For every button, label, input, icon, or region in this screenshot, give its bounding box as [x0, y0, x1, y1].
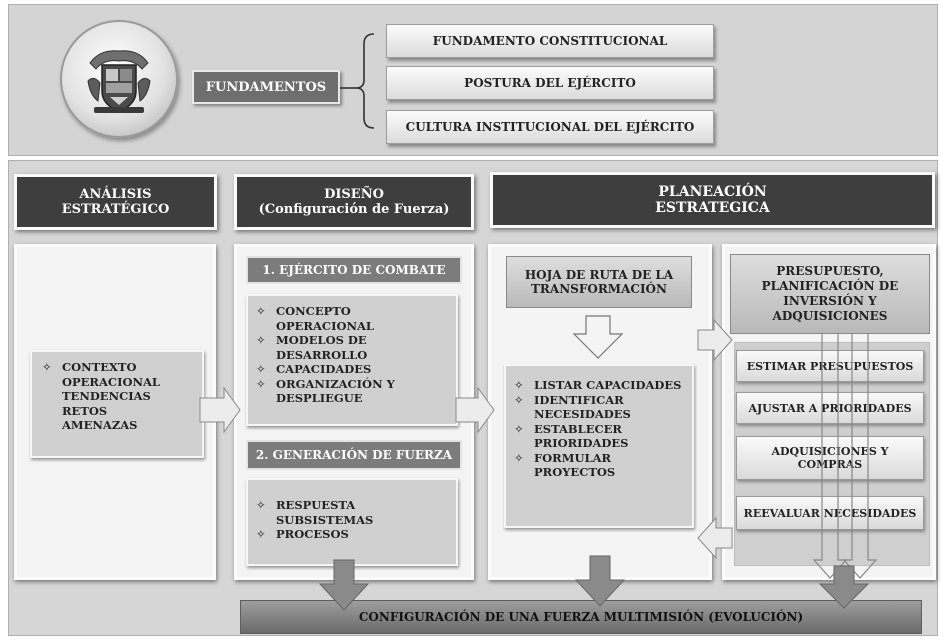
diamond-bullet-icon: ✧ — [256, 376, 266, 391]
generacion-item: ✧RESPUESTA SUBSISTEMAS — [256, 498, 374, 527]
arrow-hoja-to-presupuesto-icon — [697, 318, 733, 362]
contexto-item: TENDENCIAS — [62, 389, 151, 403]
contexto-item: OPERACIONAL — [62, 374, 160, 389]
header-analisis: ANÁLISIS ESTRATÉGICO — [14, 174, 217, 230]
arrow-down-hoja-footer-icon — [574, 555, 626, 607]
header-planeacion-line2: ESTRATEGICA — [655, 200, 770, 216]
configuracion-fuerza-bar: CONFIGURACIÓN DE UNA FUERZA MULTIMISIÓN … — [240, 600, 922, 634]
coat-of-arms-icon — [87, 50, 151, 113]
contexto-list: ✧CONTEXTO OPERACIONAL TENDENCIAS RETOS A… — [38, 360, 196, 433]
presupuesto-title-line4: ADQUISICIONES — [772, 309, 888, 323]
arrow-analisis-to-diseno-icon — [199, 386, 241, 434]
diamond-bullet-icon: ✧ — [256, 333, 266, 347]
fundamentos-label: FUNDAMENTOS — [192, 70, 340, 104]
hoja-item: ✧IDENTIFICAR NECESIDADES — [514, 392, 631, 422]
diamond-bullet-icon: ✧ — [514, 392, 524, 407]
header-diseno-line1: DISEÑO — [324, 187, 384, 202]
combate-item: ✧ORGANIZACIÓN Y DESPLIEGUE — [256, 376, 395, 406]
arrow-down-presupuesto-icon — [818, 565, 870, 609]
ejercito-combate-title: 1. EJÉRCITO DE COMBATE — [246, 256, 462, 284]
generacion-fuerza-title: 2. GENERACIÓN DE FUERZA — [246, 440, 462, 470]
panel-generacion-fuerza: ✧RESPUESTA SUBSISTEMAS ✧PROCESOS — [246, 478, 458, 566]
presupuesto-title-line3: INVERSIÓN Y — [783, 294, 877, 308]
hoja-item: ✧ESTABLECER PRIORIDADES — [514, 421, 629, 451]
arrow-down-hoja-icon — [572, 315, 624, 359]
diamond-bullet-icon: ✧ — [514, 450, 524, 465]
diamond-bullet-icon: ✧ — [256, 304, 266, 318]
presupuesto-title-line2: PLANIFICACIÓN DE — [761, 279, 899, 293]
fundamento-item-cultura: CULTURA INSTITUCIONAL DEL EJÉRCITO — [386, 110, 714, 144]
generacion-list: ✧RESPUESTA SUBSISTEMAS ✧PROCESOS — [252, 498, 452, 542]
arrow-reevaluar-to-hoja-icon — [697, 516, 733, 560]
army-crest-emblem — [60, 20, 178, 138]
diamond-bullet-icon: ✧ — [256, 498, 266, 512]
presupuesto-title-line1: PRESUPUESTO, — [776, 264, 884, 278]
step-adquisiciones-compras: ADQUISICIONES Y COMPRAS — [736, 436, 924, 480]
contexto-item: ✧CONTEXTO — [42, 360, 137, 374]
bracket-icon — [340, 33, 375, 129]
combate-item: ✧CAPACIDADES — [256, 362, 372, 376]
diamond-bullet-icon: ✧ — [514, 421, 524, 436]
hoja-item: ✧FORMULAR PROYECTOS — [514, 450, 616, 480]
header-diseno: DISEÑO (Configuración de Fuerza) — [234, 174, 474, 230]
header-analisis-line1: ANÁLISIS — [79, 187, 152, 202]
fundamento-item-constitucional: FUNDAMENTO CONSTITUCIONAL — [386, 24, 714, 58]
header-analisis-line2: ESTRATÉGICO — [61, 202, 170, 217]
diamond-bullet-icon: ✧ — [42, 360, 52, 374]
panel-hoja-de-ruta: ✧LISTAR CAPACIDADES ✧IDENTIFICAR NECESID… — [504, 364, 694, 528]
panel-ejercito-combate: ✧CONCEPTO OPERACIONAL ✧MODELOS DE DESARR… — [246, 294, 458, 426]
step-estimar-presupuestos: ESTIMAR PRESUPUESTOS — [736, 350, 924, 382]
hoja-title-line1: HOJA DE RUTA DE LA — [524, 268, 674, 282]
presupuesto-title: PRESUPUESTO, PLANIFICACIÓN DE INVERSIÓN … — [730, 254, 930, 334]
combate-item: ✧CONCEPTO OPERACIONAL — [256, 304, 374, 333]
step-reevaluar-necesidades: REEVALUAR NECESIDADES — [736, 496, 924, 530]
header-diseno-line2: (Configuración de Fuerza) — [258, 202, 450, 217]
fundamento-item-postura: POSTURA DEL EJÉRCITO — [386, 66, 714, 100]
combate-item: ✧MODELOS DE DESARROLLO — [256, 333, 368, 362]
hoja-item: ✧LISTAR CAPACIDADES — [514, 378, 682, 392]
contexto-item: RETOS — [62, 403, 108, 418]
arrow-diseno-to-hoja-icon — [455, 386, 495, 434]
arrow-down-diseno-icon — [318, 559, 370, 611]
header-planeacion-line1: PLANEACIÓN — [658, 184, 767, 200]
diamond-bullet-icon: ✧ — [256, 527, 266, 541]
generacion-item: ✧PROCESOS — [256, 527, 349, 541]
hoja-de-ruta-title: HOJA DE RUTA DE LA TRANSFORMACIÓN — [506, 256, 692, 308]
contexto-item: AMENAZAS — [62, 418, 138, 432]
diamond-bullet-icon: ✧ — [256, 362, 266, 376]
hoja-title-line2: TRANSFORMACIÓN — [531, 282, 667, 296]
header-planeacion: PLANEACIÓN ESTRATEGICA — [490, 172, 935, 228]
diamond-bullet-icon: ✧ — [514, 378, 524, 392]
hoja-list: ✧LISTAR CAPACIDADES ✧IDENTIFICAR NECESID… — [510, 378, 688, 480]
panel-contexto: ✧CONTEXTO OPERACIONAL TENDENCIAS RETOS A… — [30, 350, 204, 458]
combate-list: ✧CONCEPTO OPERACIONAL ✧MODELOS DE DESARR… — [252, 304, 452, 406]
vertical-flow-arrows-icon — [812, 334, 878, 579]
step-ajustar-prioridades: AJUSTAR A PRIORIDADES — [736, 392, 924, 424]
